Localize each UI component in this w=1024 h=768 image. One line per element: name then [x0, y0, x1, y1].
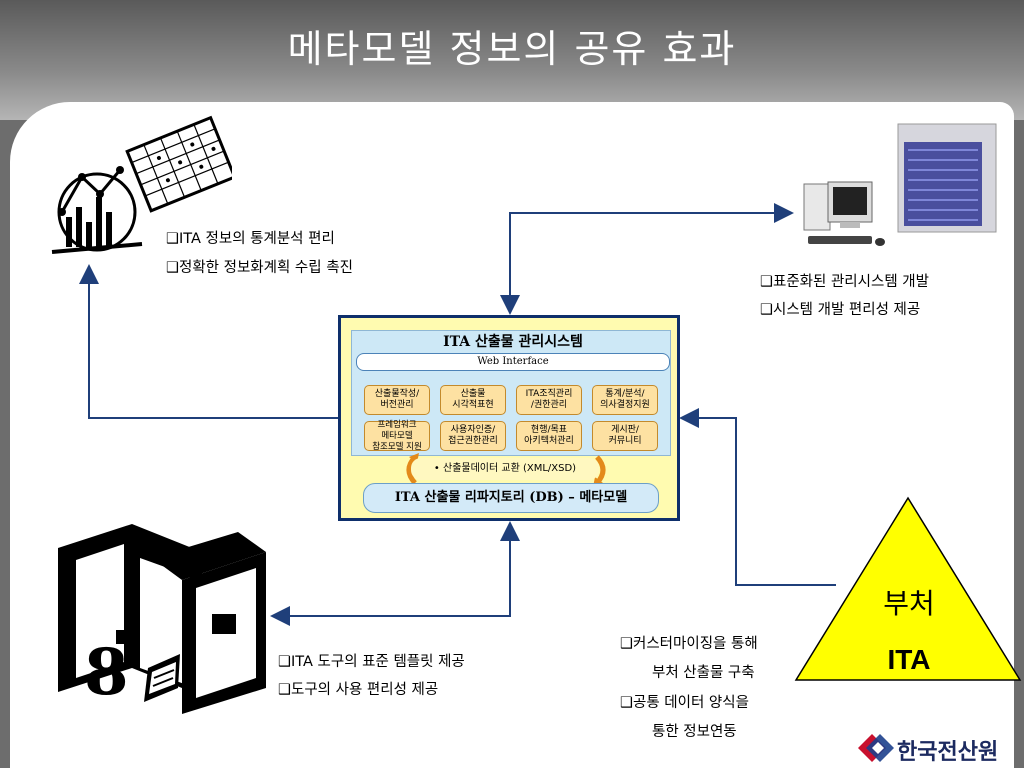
department-ita-triangle: [794, 496, 1022, 681]
ita-system-box: ITA 산출물 관리시스템 Web Interface 산출물작성/ 버전관리 …: [338, 315, 680, 521]
arrow-to-stats: [79, 264, 338, 419]
system-bullet-1: ❑표준화된 관리시스템 개발: [760, 274, 929, 290]
arrow-to-server: [509, 203, 794, 313]
module-7: 게시판/ 커뮤니티: [592, 421, 658, 451]
arrow-to-tools: [270, 523, 511, 626]
exchange-label: • 산출물데이터 교환 (XML/XSD): [411, 458, 599, 480]
nca-logo-text: 한국전산원: [897, 740, 999, 765]
module-1: 산출물 시각적표현: [440, 385, 506, 415]
web-interface-bar: Web Interface: [356, 353, 670, 371]
software-package-icon: 8: [58, 524, 266, 714]
stats-bullet-1: ❑ITA 정보의 통계분석 편리: [166, 231, 335, 247]
system-bullet-2: ❑시스템 개발 편리성 제공: [760, 302, 921, 318]
tools-bullet-2: ❑도구의 사용 편리성 제공: [278, 682, 439, 698]
custom-bullet-3: ❑공통 데이터 양식을: [620, 695, 749, 711]
module-0: 산출물작성/ 버전관리: [364, 385, 430, 415]
triangle-label-dept: 부처: [883, 587, 935, 620]
server-computer-icon: [803, 123, 997, 246]
repository-db: ITA 산출물 리파지토리 (DB) – 메타모델: [363, 483, 659, 513]
statistics-chart-icon: [51, 115, 232, 254]
stats-bullet-2: ❑정확한 정보화계획 수립 촉진: [166, 260, 353, 276]
arrow-to-center: [679, 408, 836, 586]
module-4: 프레임워크 메타모델 참조모델 지원: [364, 420, 430, 452]
triangle-label-ita: ITA: [887, 644, 931, 675]
custom-bullet-1: ❑커스터마이징을 통해: [620, 636, 758, 652]
module-3: 통계/분석/ 의사결정지원: [592, 385, 658, 415]
header-bar: [0, 0, 1024, 120]
custom-bullet-4: 통한 정보연동: [652, 724, 737, 740]
page-title: 메타모델 정보의 공유 효과: [287, 27, 737, 71]
module-2: ITA조직관리 /권한관리: [516, 385, 582, 415]
module-5: 사용자인증/ 접근권한관리: [440, 421, 506, 451]
tools-bullet-1: ❑ITA 도구의 표준 템플릿 제공: [278, 654, 465, 670]
nca-logo-icon: [858, 734, 894, 762]
system-title: ITA 산출물 관리시스템: [443, 334, 583, 350]
system-inner-panel: ITA 산출물 관리시스템 Web Interface 산출물작성/ 버전관리 …: [351, 330, 671, 456]
svg-text:8: 8: [84, 635, 129, 710]
custom-bullet-2: 부처 산출물 구축: [652, 665, 755, 681]
module-6: 현행/목표 아키텍처관리: [516, 421, 582, 451]
